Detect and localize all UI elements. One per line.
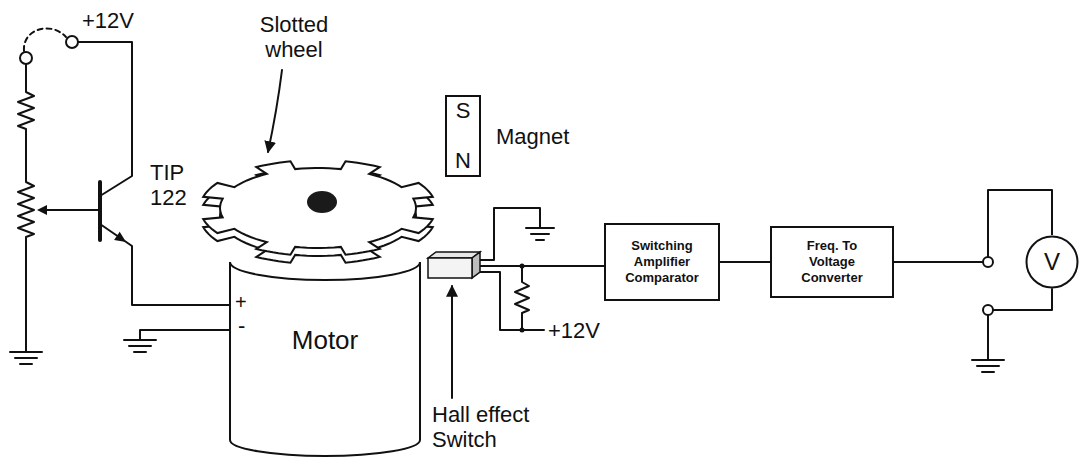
base-wire [46,209,100,211]
leader-arrow [451,286,453,398]
wheel-hub [307,191,337,213]
terminal [20,52,32,64]
motor-body: Motor [228,240,422,458]
ground-wire [987,315,989,360]
wheel-face [203,161,432,254]
process-box: Freq. To Voltage Converter [770,226,894,298]
signal-wire [720,261,770,263]
transistor-base-bar [98,182,102,240]
emitter-wire [100,224,230,305]
terminal [983,305,993,315]
supply-label: +12V [548,318,600,343]
hall-switch-front [428,258,472,278]
terminal [983,257,993,267]
ground-symbol [10,352,42,364]
hall-switch-side [472,252,480,278]
hall-supply-wire [480,272,544,330]
terminal-sign: + [235,291,247,314]
hall-output-wire [480,265,604,267]
part-label: Magnet [496,124,569,149]
box-label: Switching Amplifier Comparator [612,238,712,287]
process-box: Switching Amplifier Comparator [604,223,720,301]
transistor-label: TIP 122 [150,160,202,211]
ground-symbol [124,340,156,352]
magnet-bar: SN [445,95,481,177]
switch-arc [24,28,66,51]
ground-symbol [526,228,554,240]
pole-letter: S [456,100,471,122]
ground-symbol [972,360,1004,372]
part-label: Hall effect Switch [432,402,548,453]
meter-return-wire [993,289,1052,310]
motor-label: Motor [292,326,358,355]
junction-dot [520,328,525,333]
terminal [66,36,78,48]
resistor-symbol [515,266,529,330]
leader-arrow [268,70,282,152]
wiper-arrow-head [37,205,47,215]
junction-dot [520,264,525,269]
terminal-sign: - [238,313,245,338]
meter-symbol: V [1044,250,1060,274]
collector-wire [78,42,132,196]
emitter-arrow-head [114,232,126,242]
voltmeter-circle: V [1025,235,1079,289]
slotted-wheel [203,161,432,262]
motor-ground-wire [140,330,230,340]
pole-letter: N [455,150,471,172]
resistor-symbol [18,64,34,352]
meter-circle [1027,237,1078,288]
part-label: Slotted wheel [246,12,342,63]
box-label: Freq. To Voltage Converter [789,238,875,287]
motor-cylinder [230,262,420,456]
supply-label: +12V [82,8,134,33]
